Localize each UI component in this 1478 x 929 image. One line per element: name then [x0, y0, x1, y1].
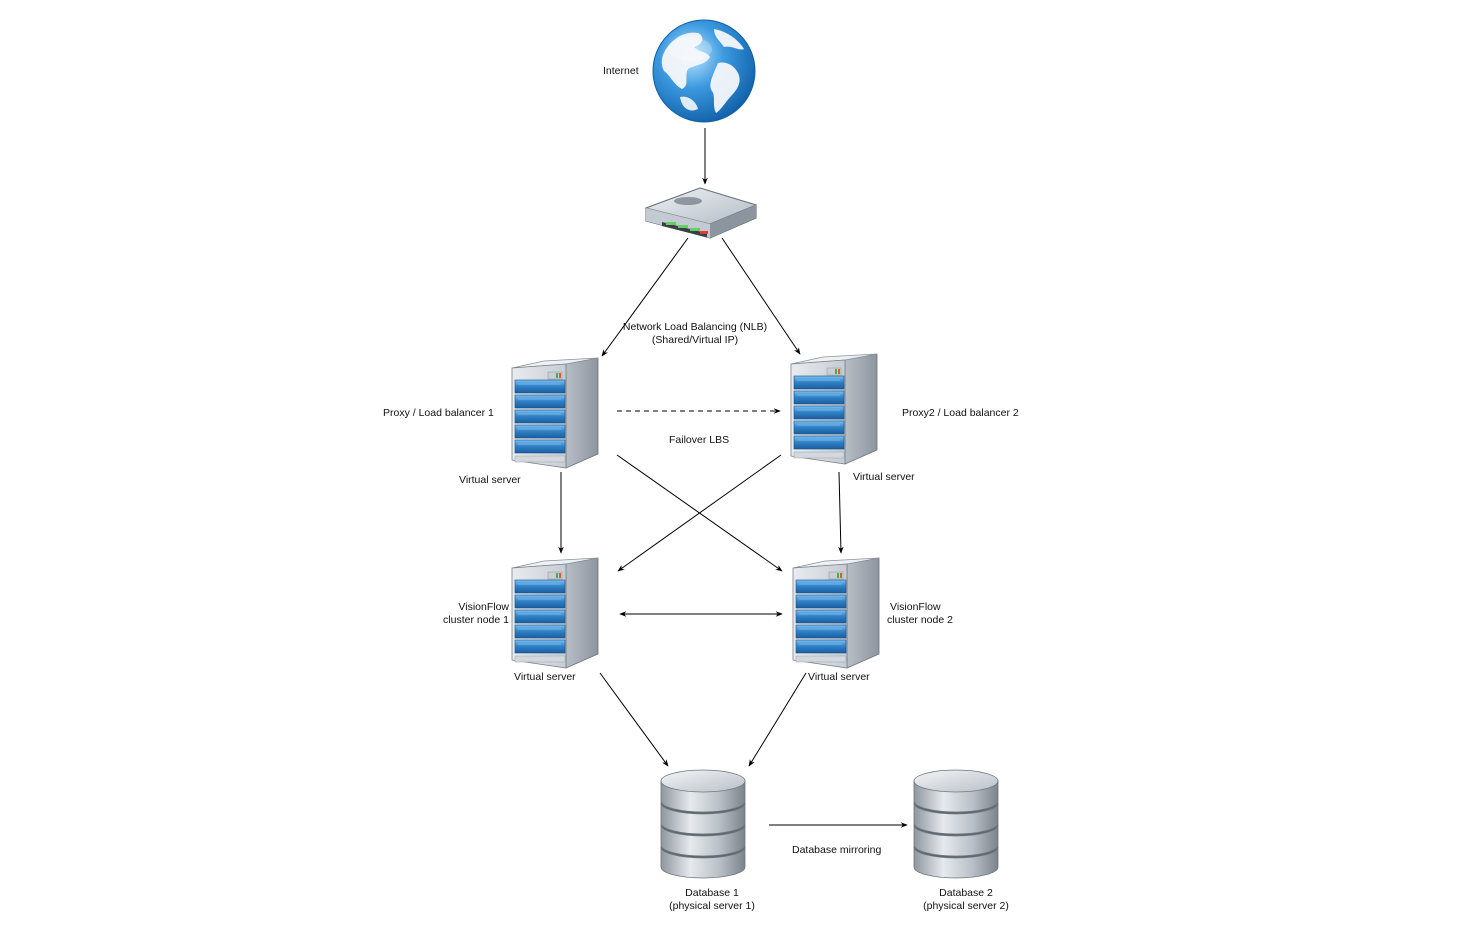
- node2-label: VisionFlow cluster node 2: [887, 601, 953, 627]
- proxy2-sublabel: Virtual server: [853, 471, 915, 483]
- db1-label: Database 1 (physical server 1): [652, 887, 772, 913]
- proxy1-sublabel: Virtual server: [459, 474, 521, 486]
- edge-node1-db1: [599, 672, 669, 767]
- db2-subtitle: (physical server 2): [923, 900, 1009, 912]
- edge-router-proxy2: [721, 237, 801, 355]
- proxy2-label: Proxy2 / Load balancer 2: [902, 407, 1019, 419]
- node1-title: VisionFlow: [458, 601, 509, 613]
- node1-sublabel: Virtual server: [514, 671, 576, 683]
- globe-icon: [652, 19, 756, 123]
- edge-router-proxy1: [601, 237, 689, 357]
- db1-subtitle: (physical server 1): [669, 900, 755, 912]
- internet-label: Internet: [603, 65, 639, 77]
- db2-label: Database 2 (physical server 2): [906, 887, 1026, 913]
- nlb-label-line1: Network Load Balancing (NLB): [622, 321, 768, 333]
- failover-label: Failover LBS: [669, 434, 730, 446]
- mirroring-label: Database mirroring: [792, 844, 882, 856]
- node2-sublabel: Virtual server: [808, 671, 870, 683]
- router-icon: [644, 187, 758, 239]
- node2-subtitle: cluster node 2: [887, 614, 953, 626]
- edge-proxy2-node2: [838, 471, 844, 554]
- node1-server-icon: [511, 557, 599, 669]
- proxy2-server-icon: [790, 353, 878, 465]
- proxy1-server-icon: [511, 357, 599, 469]
- nlb-label-line2: (Shared/Virtual IP): [651, 334, 739, 346]
- servers: [511, 353, 880, 669]
- edge-node2-db1: [748, 672, 807, 767]
- proxy1-label: Proxy / Load balancer 1: [383, 407, 494, 419]
- node2-server-icon: [792, 557, 880, 669]
- databases: [660, 769, 999, 879]
- nlb-label: Network Load Balancing (NLB) (Shared/Vir…: [610, 321, 780, 347]
- db1-database-icon: [660, 769, 746, 879]
- edges: [558, 128, 908, 828]
- db2-database-icon: [913, 769, 999, 879]
- node1-label: VisionFlow cluster node 1: [420, 601, 509, 627]
- node2-title: VisionFlow: [890, 601, 941, 613]
- edge-proxy2-node1: [617, 454, 782, 572]
- db1-title: Database 1: [685, 887, 739, 899]
- db2-title: Database 2: [939, 887, 993, 899]
- node1-subtitle: cluster node 1: [443, 614, 509, 626]
